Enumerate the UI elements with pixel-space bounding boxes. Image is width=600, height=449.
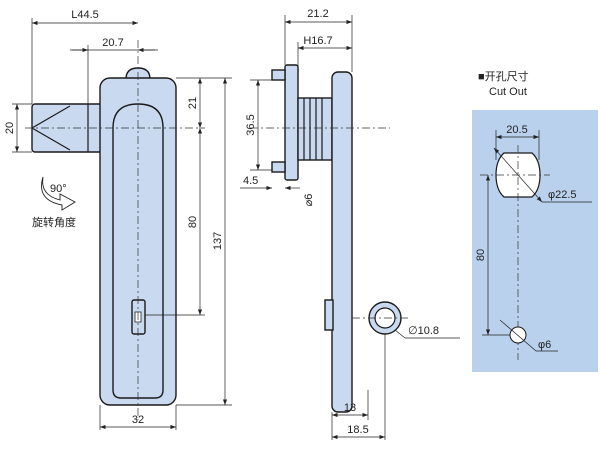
dim-18-5: 18.5 [347, 424, 368, 436]
dim-22-5: φ22.5 [548, 189, 577, 201]
dim-13: 13 [344, 402, 356, 414]
dim-21-2: 21.2 [307, 8, 328, 20]
cutout-title-en: Cut Out [489, 86, 527, 98]
dim-h16-7: H16.7 [303, 35, 332, 47]
dim-137: 137 [212, 232, 224, 250]
dim-20-7: 20.7 [102, 37, 123, 49]
cutout-panel [472, 110, 598, 372]
mounting-plate [284, 64, 299, 181]
dim-l44-5: L44.5 [71, 9, 99, 21]
rotation-angle: 90° [50, 183, 67, 195]
cutout-title-cn: ■开孔尺寸 [478, 69, 529, 83]
rotation-label: 旋转角度 [32, 215, 76, 229]
front-view: L44.5 20.7 20 21 80 137 32 90° 旋转角度 [4, 9, 232, 430]
dim-ring-10-8: ∅10.8 [408, 325, 439, 337]
dim-80: 80 [187, 216, 199, 228]
handle-side [331, 71, 353, 413]
dim-36-5: 36.5 [245, 114, 257, 135]
dim-20: 20 [4, 122, 16, 134]
dim-32: 32 [132, 414, 144, 426]
dim-bolt-6: ⌀6 [303, 194, 315, 207]
rotation-arrow-icon: 90° [41, 176, 76, 211]
side-view: 21.2 H16.7 36.5 4.5 ⌀6 ∅10.8 13 18.5 [240, 8, 460, 440]
cutout-view: ■开孔尺寸 Cut Out 20.5 φ22.5 80 φ6 [472, 69, 598, 372]
dim-cutout-80: 80 [475, 249, 487, 261]
threaded-stem [297, 97, 333, 161]
dim-4-5: 4.5 [243, 175, 258, 187]
dim-20-5: 20.5 [506, 124, 527, 136]
dim-small-hole: φ6 [538, 339, 551, 351]
dim-21: 21 [187, 97, 199, 109]
